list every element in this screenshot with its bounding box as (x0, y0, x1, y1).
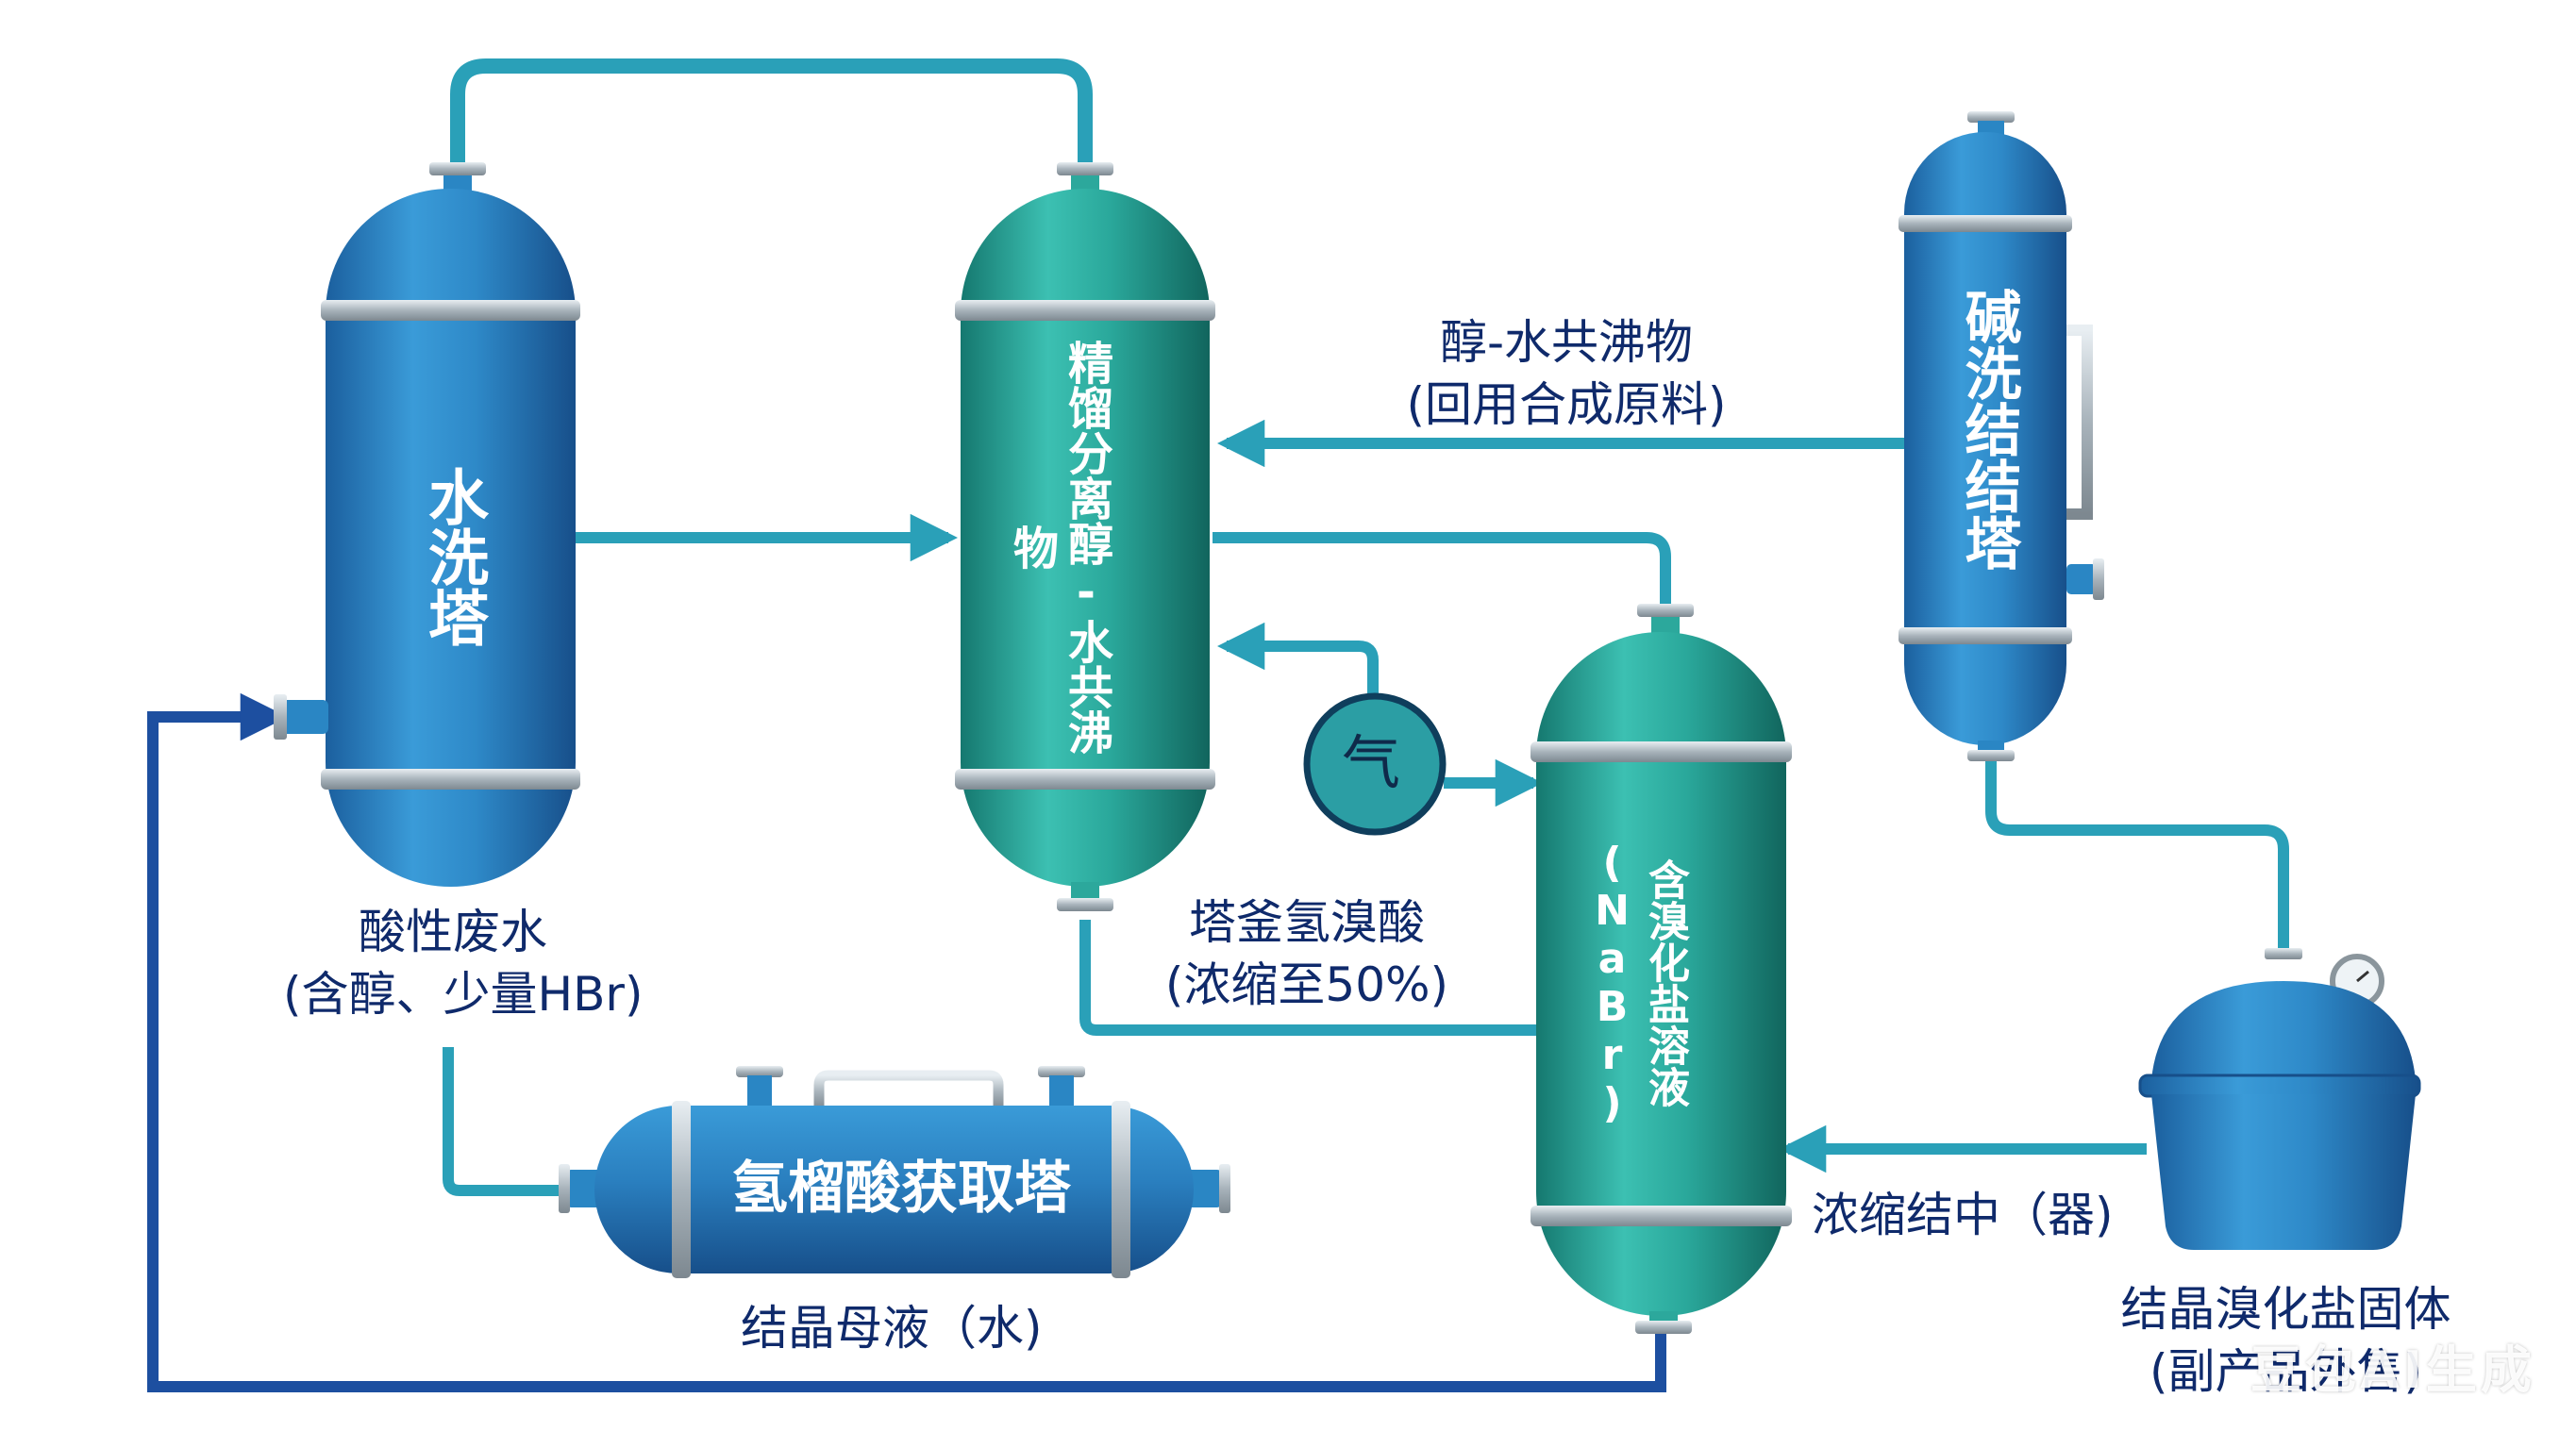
bromide-solution-vessel (1531, 604, 1792, 1334)
crystallizer (2138, 948, 2421, 1250)
kettle-hbr-label: 塔釜氢溴酸 (浓缩至50%) (1156, 891, 1458, 1016)
azeotrope-line1: 醇-水共沸物 (1439, 315, 1694, 370)
crystal-solid-line2: (副产品外售) (2149, 1344, 2422, 1399)
pipe-wastewater-to-recovery (443, 1047, 566, 1196)
pipe-top-vapor (450, 58, 1093, 177)
pipe-heater-return (1216, 622, 1379, 717)
kettle-hbr-line2: (浓缩至50%) (1164, 957, 1449, 1012)
alkali-wash-tower-label: 碱洗结结塔 (1955, 288, 2021, 571)
acid-wastewater-line1: 酸性废水 (359, 905, 547, 959)
alkali-wash-tower (1899, 111, 2104, 761)
kettle-hbr-line1: 塔釜氢溴酸 (1189, 895, 1425, 950)
heater-symbol: 气 (1342, 728, 1401, 797)
hbr-recovery-label: 氢榴酸获取塔 (731, 1156, 1071, 1222)
mother-liquor-label: 结晶母液（水) (741, 1301, 1043, 1356)
distillation-column-label: 精馏分离醇-水共沸物 (1005, 340, 1112, 755)
pipe-alkali-to-crystallizer (1985, 755, 2289, 957)
azeotrope-label: 醇-水共沸物 (回用合成原料) (1406, 311, 1727, 436)
crystal-solid-line1: 结晶溴化盐固体 (2120, 1282, 2451, 1337)
pipe-network (147, 58, 2289, 1392)
crystal-solid-label: 结晶溴化盐固体 (副产品外售) (2099, 1278, 2472, 1403)
pipe-kettle-to-bromide (1079, 920, 1547, 1036)
pipe-mother-liquor-return (147, 692, 1666, 1392)
azeotrope-line2: (回用合成原料) (1406, 377, 1727, 432)
reboiler-heater (1303, 692, 1447, 836)
pipe-distill-to-bromide (1213, 532, 1671, 604)
bromide-solution-label: 含溴化盐溶液(NaBr) (1588, 839, 1689, 1127)
distillation-column (955, 162, 1215, 911)
acid-wastewater-label: 酸性废水 (含醇、少量HBr) (283, 901, 644, 1025)
water-wash-tower-label: 水洗塔 (418, 466, 488, 647)
watermark: 豆包AI生成 (2250, 1340, 2535, 1400)
hbr-recovery-tower (559, 1066, 1230, 1278)
concentrator-label: 浓缩结中（器) (1812, 1188, 2114, 1242)
acid-wastewater-line2: (含醇、少量HBr) (283, 967, 644, 1022)
water-wash-tower (274, 162, 580, 887)
